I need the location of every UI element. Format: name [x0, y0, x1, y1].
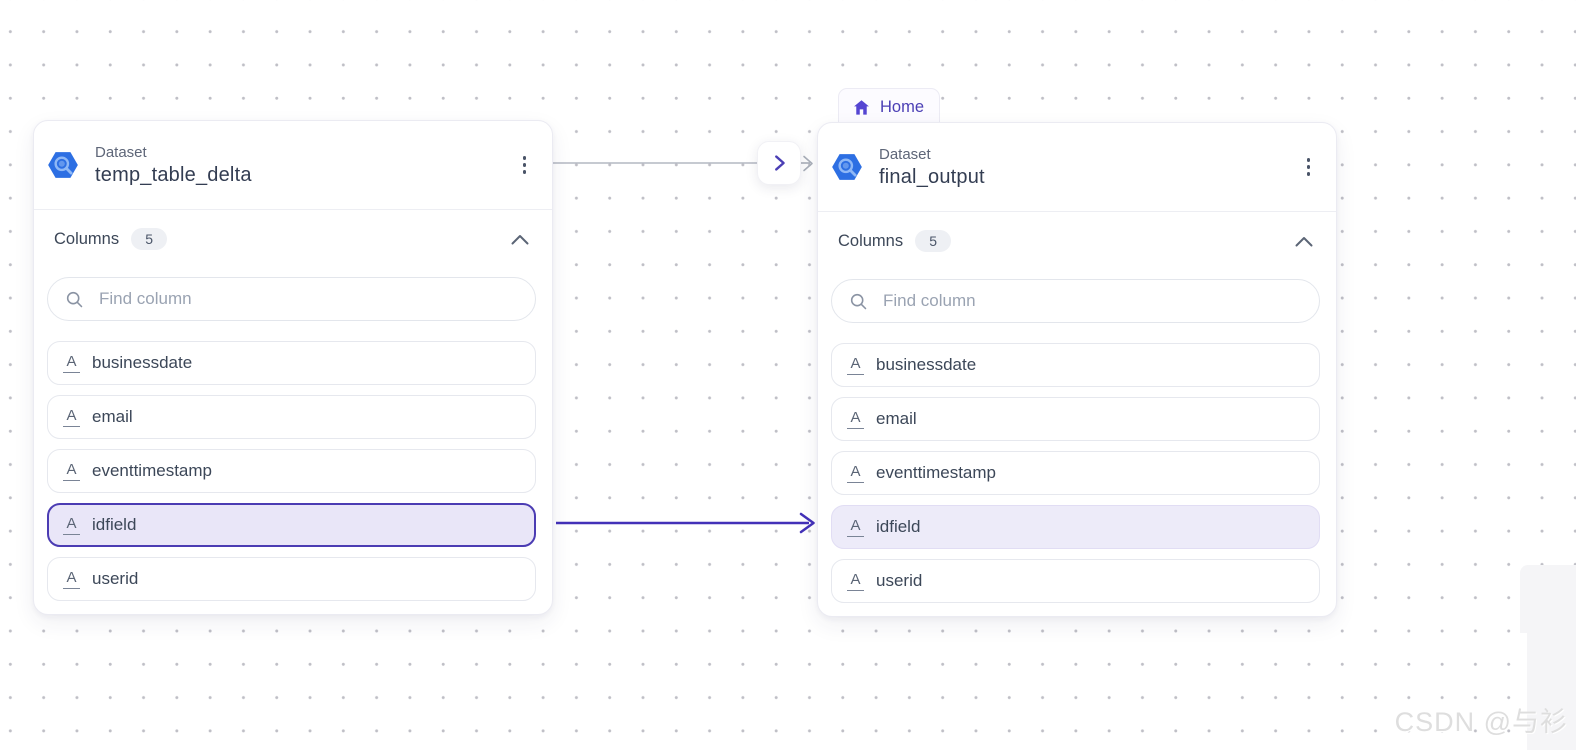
- chevron-right-icon: [768, 152, 790, 174]
- string-type-icon: A: [63, 353, 80, 373]
- search-input[interactable]: [97, 288, 519, 310]
- dataset-node-target: Dataset final_output Columns 5 A busines…: [817, 122, 1337, 617]
- columns-count-badge: 5: [915, 230, 952, 252]
- string-type-icon: A: [847, 409, 864, 429]
- columns-label: Columns: [54, 229, 120, 248]
- column-row[interactable]: A userid: [831, 559, 1320, 603]
- columns-count-badge: 5: [131, 228, 168, 250]
- column-name: eventtimestamp: [92, 461, 212, 480]
- column-name: email: [92, 407, 133, 426]
- chevron-up-icon[interactable]: [508, 231, 532, 248]
- string-type-icon: A: [63, 407, 80, 427]
- find-column-search[interactable]: [831, 279, 1320, 323]
- edge-expand-button[interactable]: [757, 141, 801, 185]
- bigquery-dataset-icon: [45, 147, 81, 183]
- dataset-node-source: Dataset temp_table_delta Columns 5 A bus…: [33, 120, 553, 615]
- chevron-up-icon[interactable]: [1292, 233, 1316, 250]
- column-name: idfield: [876, 517, 921, 536]
- kebab-menu-icon[interactable]: [517, 150, 533, 180]
- column-list: A businessdate A email A eventtimestamp …: [47, 341, 536, 601]
- column-name: userid: [876, 571, 923, 590]
- column-row[interactable]: A eventtimestamp: [47, 449, 536, 493]
- offscreen-node-fragment: [1527, 632, 1576, 750]
- column-list: A businessdate A email A eventtimestamp …: [831, 343, 1320, 603]
- node-type-label: Dataset: [95, 143, 147, 161]
- string-type-icon: A: [63, 515, 80, 535]
- column-name: email: [876, 409, 917, 428]
- home-badge-label: Home: [880, 97, 925, 116]
- node-type-label: Dataset: [879, 145, 931, 163]
- search-icon: [64, 289, 85, 310]
- column-row[interactable]: A email: [831, 397, 1320, 441]
- string-type-icon: A: [847, 355, 864, 375]
- column-row[interactable]: A businessdate: [47, 341, 536, 385]
- find-column-search[interactable]: [47, 277, 536, 321]
- column-row[interactable]: A idfield: [47, 503, 536, 547]
- column-row[interactable]: A businessdate: [831, 343, 1320, 387]
- columns-section-header: Columns 5: [818, 212, 1336, 270]
- column-row[interactable]: A userid: [47, 557, 536, 601]
- column-row[interactable]: A eventtimestamp: [831, 451, 1320, 495]
- column-row[interactable]: A idfield: [831, 505, 1320, 549]
- string-type-icon: A: [63, 461, 80, 481]
- bigquery-dataset-icon: [829, 149, 865, 185]
- column-name: userid: [92, 569, 139, 588]
- search-input[interactable]: [881, 290, 1303, 312]
- home-badge[interactable]: Home: [838, 88, 941, 126]
- column-name: idfield: [92, 515, 137, 534]
- columns-section-header: Columns 5: [34, 210, 552, 268]
- offscreen-node-fragment: [1520, 565, 1576, 633]
- node-title: final_output: [879, 165, 985, 188]
- string-type-icon: A: [847, 571, 864, 591]
- home-icon: [852, 98, 871, 117]
- kebab-menu-icon[interactable]: [1301, 152, 1317, 182]
- node-title: temp_table_delta: [95, 163, 252, 186]
- column-name: businessdate: [876, 355, 977, 374]
- column-name: businessdate: [92, 353, 193, 372]
- search-icon: [848, 291, 869, 312]
- column-row[interactable]: A email: [47, 395, 536, 439]
- string-type-icon: A: [63, 569, 80, 589]
- string-type-icon: A: [847, 517, 864, 537]
- node-header: Dataset final_output: [818, 123, 1336, 212]
- column-name: eventtimestamp: [876, 463, 996, 482]
- node-header: Dataset temp_table_delta: [34, 121, 552, 210]
- string-type-icon: A: [847, 463, 864, 483]
- watermark: CSDN @与衫: [1394, 707, 1568, 737]
- columns-label: Columns: [838, 231, 904, 250]
